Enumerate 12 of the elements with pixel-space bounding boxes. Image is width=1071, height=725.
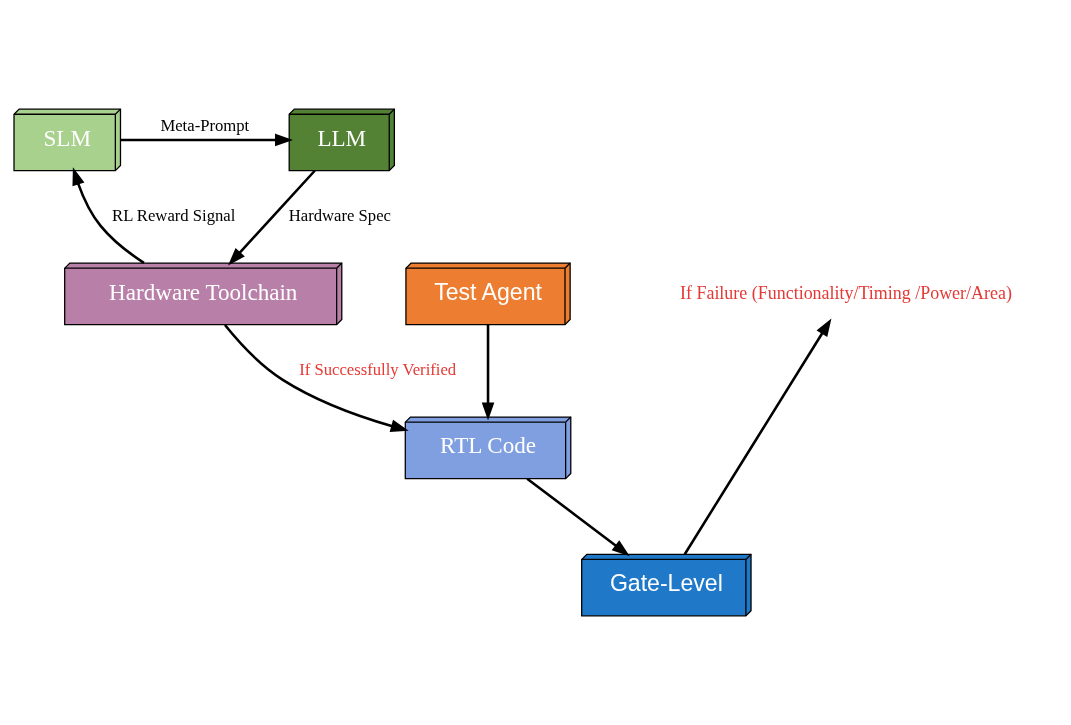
edge-label: Hardware Spec [288,206,391,226]
arrow [481,324,495,421]
arrow [72,167,145,264]
arrow [228,169,316,266]
edge-label: Meta-Prompt [160,116,250,136]
edge-label: If Successfully Verified [299,360,457,380]
node-text: If Failure (Functionality/Timing /Power/Area) [679,282,1012,303]
arrow [526,477,630,557]
edge-label: RL Reward Signal [112,206,236,226]
arrow [683,318,832,555]
arrow [120,133,294,147]
arrow [224,324,409,432]
